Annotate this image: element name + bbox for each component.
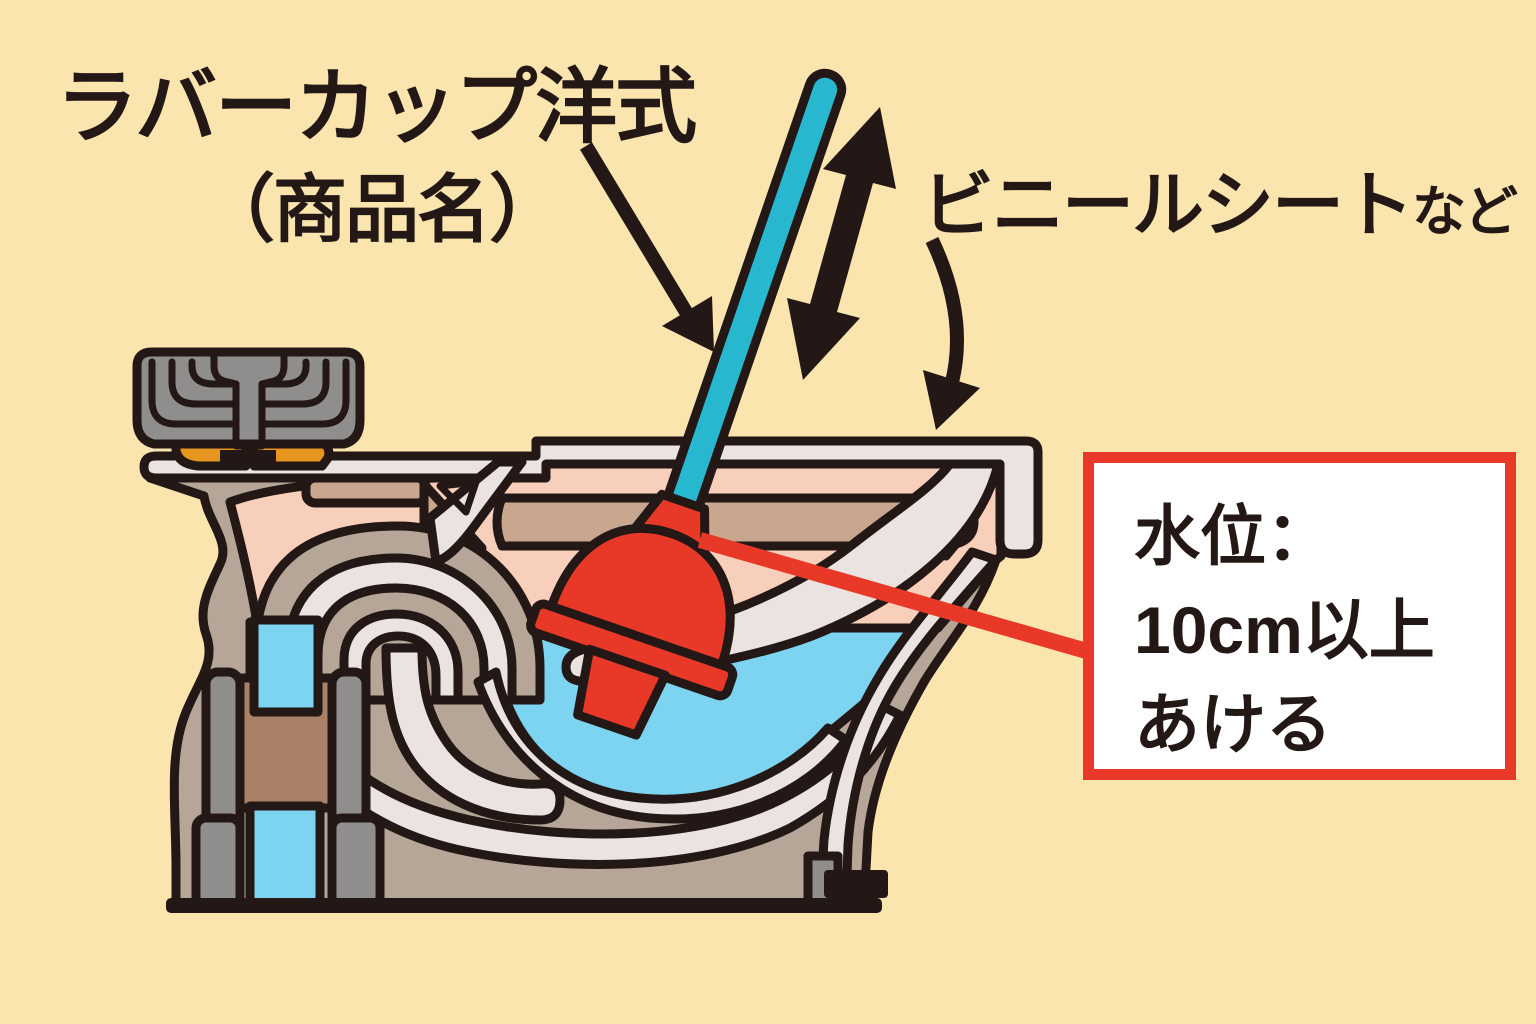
vinyl-sheet-label: ビニールシートなど: [922, 146, 1518, 251]
callout-line-1: 水位：: [1134, 499, 1332, 573]
title-product-name: ラバーカップ洋式: [56, 62, 697, 153]
rim-strut-hole: [436, 478, 480, 516]
vinyl-sheet-label-suffix: など: [1412, 182, 1518, 242]
drain-water-lower: [245, 801, 325, 911]
motion-arrow: [787, 107, 896, 380]
toilet-body: [139, 436, 1043, 913]
plunger: [526, 68, 847, 740]
tank-line: [260, 358, 330, 408]
flange-foot-left: [191, 813, 245, 913]
valve-column: [210, 348, 288, 450]
title-product-name-sub: （商品名）: [201, 168, 563, 251]
tank-line: [168, 358, 238, 408]
tank-line: [260, 358, 310, 388]
tank-line: [188, 358, 238, 388]
water-level-callout-text: 水位： 10cm以上 あける: [1134, 489, 1435, 771]
callout-line-2: 10cm以上: [1134, 593, 1435, 667]
drain-assembly: [191, 615, 385, 913]
callout-leader-line: [697, 532, 1093, 660]
flush-valve-tank: [132, 347, 365, 471]
gasket-center: [220, 450, 276, 465]
trap-tube: [381, 643, 565, 825]
water-level-callout-box: 水位： 10cm以上 あける: [1083, 452, 1516, 780]
bowl-right-wall: [561, 459, 1003, 686]
plunger-cup-dome: [546, 523, 735, 672]
rim-strut: [425, 457, 527, 567]
vinyl-sheet-label-main: ビニールシート: [922, 166, 1414, 246]
tank-line: [260, 358, 350, 428]
sheet-pointer-arrow: [923, 236, 980, 430]
callout-line-3: あける: [1134, 687, 1332, 761]
flange-foot-right: [327, 813, 385, 913]
plunger-pointer-arrow: [580, 142, 714, 352]
basin-outer-band: [277, 695, 905, 869]
tank-line: [148, 358, 238, 428]
floor-line: [166, 898, 882, 913]
annotation-arrows: [580, 107, 980, 430]
rim-deck: [139, 436, 1043, 559]
basin-shell: [277, 643, 905, 869]
drain-water-upper: [249, 615, 323, 717]
plunger-cup-bell: [573, 644, 670, 740]
